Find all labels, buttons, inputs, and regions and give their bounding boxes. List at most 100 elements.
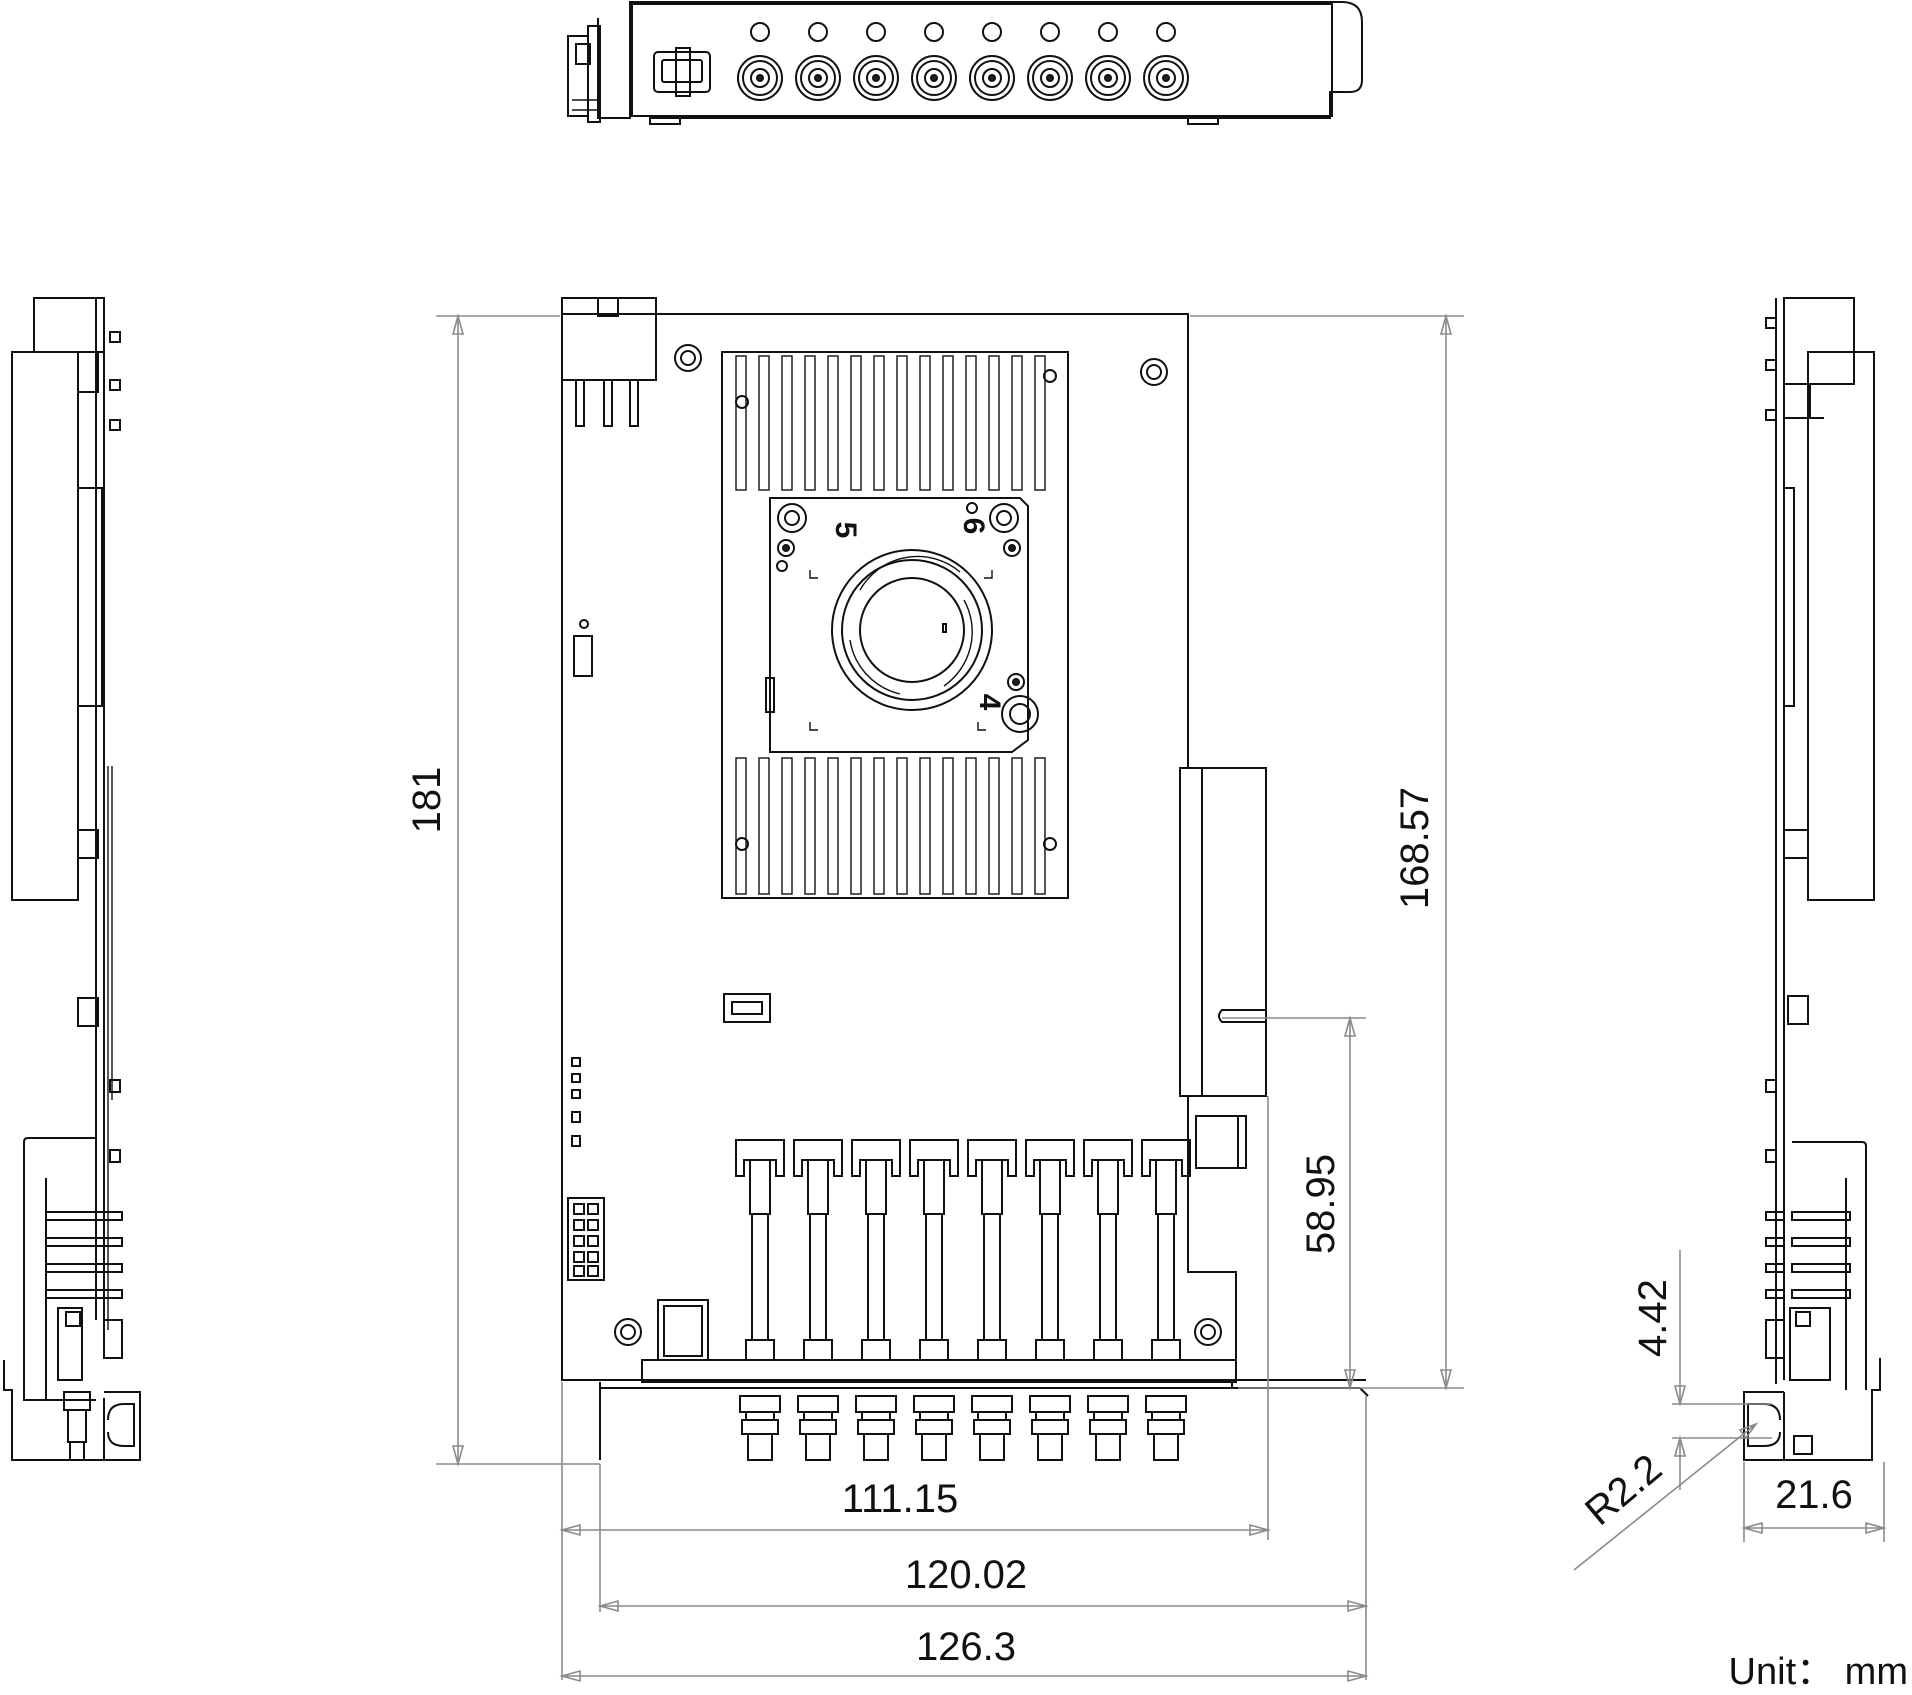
led-icon — [982, 22, 1002, 42]
heatsink-fin — [1034, 355, 1046, 491]
cable-ferrule — [745, 1339, 775, 1361]
cable-boot — [923, 1159, 945, 1215]
dim-width-bracket: 120.02 — [905, 1553, 1027, 1597]
bnc-plug-ring — [861, 1411, 891, 1421]
cable-boot — [807, 1159, 829, 1215]
bnc-plug-body — [805, 1433, 831, 1461]
heatsink-fin — [804, 757, 816, 895]
cable-ferrule — [977, 1339, 1007, 1361]
led-icon — [1098, 22, 1118, 42]
heatsink-fin — [804, 355, 816, 491]
bnc-port-ring — [974, 60, 1010, 96]
dim-connector-height: 58.95 — [1299, 1154, 1343, 1254]
dim-slot-radius: R2.2 — [1577, 1446, 1670, 1534]
bnc-port-icon — [737, 55, 783, 101]
heatsink — [721, 351, 1069, 899]
right-side-view — [1743, 297, 1881, 1461]
bnc-plug-body — [979, 1433, 1005, 1461]
bnc-port-ring — [858, 60, 894, 96]
bnc-plug-nut — [971, 1395, 1013, 1413]
bnc-plug-ring — [741, 1419, 779, 1435]
bnc-port-ring — [1148, 60, 1184, 96]
led-icon — [1156, 22, 1176, 42]
bnc-port-inner — [1156, 68, 1176, 88]
pin-header-icon — [567, 1197, 605, 1281]
bnc-plug-ring — [1093, 1411, 1123, 1421]
sma-connector-icon — [909, 1139, 959, 1177]
bnc-plug-body — [921, 1433, 947, 1461]
bnc-plug-ring — [915, 1419, 953, 1435]
heatsink-fin — [735, 355, 747, 491]
bnc-port-inner — [982, 68, 1002, 88]
bnc-port-inner — [1098, 68, 1118, 88]
bnc-port-inner — [866, 68, 886, 88]
cable-boot — [981, 1159, 1003, 1215]
led-icon — [750, 22, 770, 42]
sma-connector-icon — [1025, 1139, 1075, 1177]
heatsink-fin — [896, 757, 908, 895]
coax-cable — [983, 1213, 1001, 1341]
led-icon — [866, 22, 886, 42]
bnc-plug-ring — [1147, 1419, 1185, 1435]
bnc-plug-body — [1095, 1433, 1121, 1461]
fan-icon — [831, 549, 993, 711]
cable-ferrule — [1151, 1339, 1181, 1361]
bnc-port-ring — [742, 60, 778, 96]
bnc-plug-nut — [913, 1395, 955, 1413]
sma-connector-icon — [1083, 1139, 1133, 1177]
bnc-port-icon — [795, 55, 841, 101]
dim-bracket-offset: 4.42 — [1631, 1279, 1675, 1357]
coax-cable — [925, 1213, 943, 1341]
heatsink-fin — [942, 355, 954, 491]
compute-module: 5 6 4 — [765, 497, 1039, 753]
coax-cable — [1099, 1213, 1117, 1341]
heatsink-fin — [827, 757, 839, 895]
cable-ferrule — [861, 1339, 891, 1361]
heatsink-fin — [850, 757, 862, 895]
bnc-plug-body — [1037, 1433, 1063, 1461]
bnc-plug-row — [739, 1395, 1187, 1461]
top-bnc-row — [737, 22, 1189, 101]
bnc-port-icon — [1143, 55, 1189, 101]
bnc-plug-nut — [739, 1395, 781, 1413]
dim-width-total: 126.3 — [916, 1625, 1016, 1669]
main-board-view: 5 6 4 — [561, 297, 1369, 1461]
bnc-port-ring — [1090, 60, 1126, 96]
heatsink-fin — [735, 757, 747, 895]
cable-boot — [749, 1159, 771, 1215]
heatsink-fin — [965, 757, 977, 895]
cable-boot — [1097, 1159, 1119, 1215]
bnc-plug-ring — [1089, 1419, 1127, 1435]
bnc-plug-nut — [1145, 1395, 1187, 1413]
bnc-port-inner — [924, 68, 944, 88]
led-icon — [808, 22, 828, 42]
heatsink-fin — [988, 757, 1000, 895]
bnc-plug-ring — [977, 1411, 1007, 1421]
bnc-port-icon — [969, 55, 1015, 101]
led-icon — [1040, 22, 1060, 42]
heatsink-fin — [942, 757, 954, 895]
coax-cable — [751, 1213, 769, 1341]
sma-connector-icon — [793, 1139, 843, 1177]
heatsink-fin — [919, 355, 931, 491]
heatsink-fin — [758, 757, 770, 895]
cable-boot — [1155, 1159, 1177, 1215]
sma-connector-icon — [735, 1139, 785, 1177]
heatsink-fin — [965, 355, 977, 491]
bnc-port-icon — [1085, 55, 1131, 101]
heatsink-fin — [896, 355, 908, 491]
bnc-plug-body — [863, 1433, 889, 1461]
heatsink-fin — [873, 355, 885, 491]
heatsink-fin — [781, 757, 793, 895]
bnc-port-ring — [800, 60, 836, 96]
top-view-bracket — [567, 1, 1363, 125]
bnc-plug-ring — [919, 1411, 949, 1421]
module-marker: 5 — [829, 522, 862, 539]
sma-connector-icon — [1141, 1139, 1191, 1177]
bnc-plug-ring — [1035, 1411, 1065, 1421]
coax-cable — [809, 1213, 827, 1341]
sma-connector-icon — [967, 1139, 1017, 1177]
cable-boot — [865, 1159, 887, 1215]
bnc-port-icon — [911, 55, 957, 101]
